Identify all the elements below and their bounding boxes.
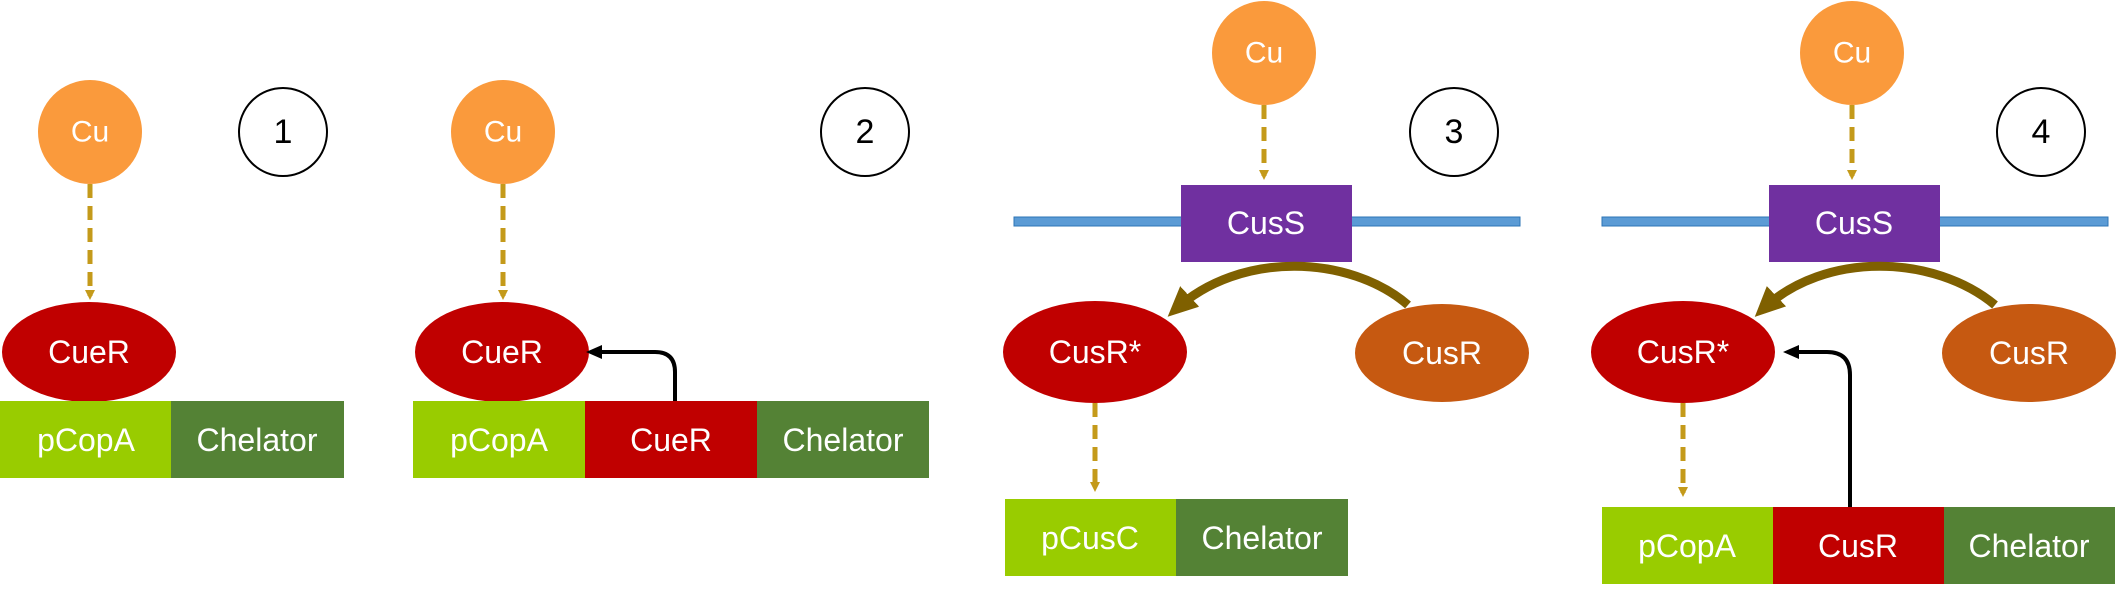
cusr-inactive-protein: CusR [1355,304,1529,402]
cusr-active-label: CusR* [1637,334,1729,370]
copper-ion: Cu [38,80,142,184]
cusr-inactive-label: CusR [1989,335,2069,371]
cuss-sensor-box [1769,185,1940,262]
cusr-inactive-protein: CusR [1942,304,2116,402]
copper-ion-label: Cu [484,116,522,149]
cusr-active-protein: CusR* [1591,301,1775,403]
cusr-gene-label: CusR [1818,528,1898,564]
copper-ion: Cu [451,80,555,184]
copper-ion-label: Cu [71,116,109,149]
panel-number: 3 [1445,113,1464,151]
cuer-gene-label: CueR [630,422,712,458]
gene-construct: pCusC Chelator [1005,499,1348,576]
panel-3: 3 Cu CusS CusR CusR* pCusC Chelator [1003,1,1529,576]
copper-ion: Cu [1800,1,1904,105]
cusr-inactive-label: CusR [1402,335,1482,371]
copper-ion-circle [1212,1,1316,105]
cuss-sensor: CusS [1181,185,1352,262]
panel-1: 1 Cu CueR pCopA Chelator [0,80,344,478]
promoter-pcusc-label: pCusC [1041,520,1139,556]
chelator-box [1176,499,1348,576]
cuer-protein: CueR [2,302,176,402]
cuer-protein: CueR [415,302,589,402]
chelator-label: Chelator [197,422,318,458]
copper-ion-circle [1800,1,1904,105]
chelator-box [1944,507,2115,584]
cusr-active-label: CusR* [1049,334,1141,370]
cuss-sensor-label: CusS [1227,205,1305,241]
phosphorylation-arrow [1754,261,1998,317]
promoter-pcopa-box [413,401,585,478]
promoter-pcusc-box [1005,499,1176,576]
copper-ion-circle [451,80,555,184]
panel-number: 2 [856,113,875,151]
panel-number-circle [1996,87,2086,177]
copper-ion-circle [38,80,142,184]
panel-number-circle [238,87,328,177]
cusr-active-protein: CusR* [1003,301,1187,403]
promoter-pcopa-box [1602,507,1773,584]
cuer-expression-arrow [586,345,677,401]
gene-construct: pCopA CusR Chelator [1602,507,2115,584]
copper-ion-label: Cu [1245,37,1283,70]
cuss-sensor-box [1181,185,1352,262]
panel-2: 2 Cu CueR pCopA CueR Chelator [413,80,929,478]
panel-number: 4 [2032,113,2051,151]
promoter-pcopa-label: pCopA [450,422,549,458]
cuss-sensor-label: CusS [1815,205,1893,241]
cuer-protein-shape [415,302,589,402]
copper-ion-label: Cu [1833,37,1871,70]
gene-construct: pCopA CueR Chelator [413,401,929,478]
promoter-pcopa-box [0,401,171,478]
chelator-box [171,401,344,478]
copper-ion: Cu [1212,1,1316,105]
panel-number-circle [820,87,910,177]
cusr-inactive-shape [1942,304,2116,402]
chelator-label: Chelator [1969,528,2090,564]
cuer-protein-shape [2,302,176,402]
chelator-box [757,401,929,478]
phosphorylation-arrow [1167,261,1411,317]
panel-4: 4 Cu CusS CusR CusR* pCopA CusR [1591,1,2116,584]
panel-number: 1 [274,113,293,151]
cusr-active-shape [1003,301,1187,403]
cusr-inactive-shape [1355,304,1529,402]
chelator-label: Chelator [1202,520,1323,556]
promoter-pcopa-label: pCopA [1638,528,1737,564]
cusr-expression-arrow [1783,345,1852,507]
cuss-sensor: CusS [1769,185,1940,262]
cuer-gene-box [585,401,757,478]
cuer-protein-label: CueR [48,334,130,370]
cusr-active-shape [1591,301,1775,403]
chelator-label: Chelator [783,422,904,458]
promoter-pcopa-label: pCopA [37,422,136,458]
cusr-gene-box [1773,507,1944,584]
cuer-protein-label: CueR [461,334,543,370]
panel-number-circle [1409,87,1499,177]
gene-construct: pCopA Chelator [0,401,344,478]
